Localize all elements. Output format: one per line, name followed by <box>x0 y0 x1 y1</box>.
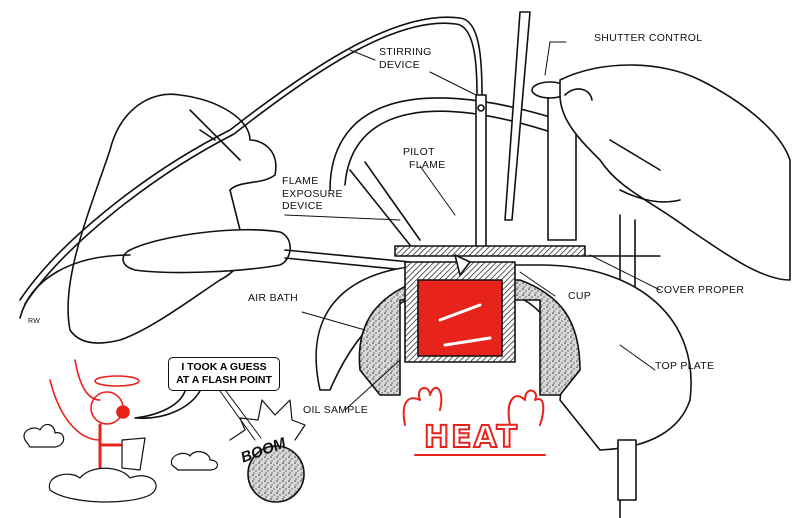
label-cover-proper: COVER PROPER <box>656 284 745 296</box>
burner-handle <box>122 228 291 274</box>
angel-character <box>49 359 140 490</box>
speech-line: I TOOK A GUESS <box>181 361 267 373</box>
cloud <box>170 451 219 471</box>
artist-signature: RW <box>28 318 41 325</box>
label-cup: CUP <box>568 290 592 302</box>
air-bath <box>358 279 581 396</box>
label-line: FLAME <box>409 158 446 171</box>
label-air-bath: AIR BATH <box>248 292 299 304</box>
explosion-burst <box>229 399 306 441</box>
label-line: DEVICE <box>379 58 420 71</box>
cloud <box>23 423 65 448</box>
cloud <box>48 467 157 503</box>
stirring-cable <box>19 16 483 301</box>
label-line: DEVICE <box>282 200 323 212</box>
label-shutter-control: SHUTTER CONTROL <box>594 32 703 44</box>
label-top-plate: TOP PLATE <box>655 360 715 372</box>
thermometer <box>504 11 531 221</box>
speech-line: AT A FLASH POINT <box>176 374 272 386</box>
label-line: PILOT <box>403 146 435 158</box>
cover-proper <box>394 245 586 257</box>
earth-globe <box>247 445 305 503</box>
oil-sample <box>417 279 503 357</box>
label-line: FLAME <box>282 175 319 187</box>
label-oil-sample: OIL SAMPLE <box>303 404 369 416</box>
right-hand <box>559 64 791 281</box>
heat-text: HEAT <box>423 419 519 456</box>
stirring-rod <box>475 94 487 256</box>
left-hand <box>67 93 277 344</box>
label-line: EXPOSURE <box>282 187 343 200</box>
heat-flames <box>402 386 546 456</box>
label-line: STIRRING <box>379 46 432 58</box>
